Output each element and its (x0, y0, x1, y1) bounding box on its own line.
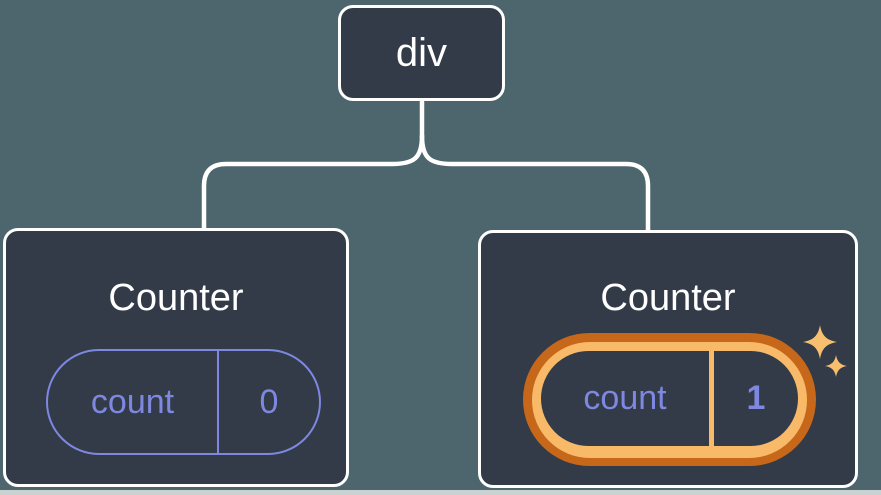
state-value: 0 (259, 382, 279, 421)
image-bottom-edge (0, 490, 881, 495)
sparkle-small (825, 355, 847, 377)
state-key-label: count (583, 379, 667, 417)
root-node-label: div (395, 30, 448, 75)
sparkle-large (803, 325, 837, 359)
state-key-label: count (90, 382, 175, 421)
root-node-div: div (338, 5, 505, 101)
state-value: 1 (746, 379, 766, 417)
connector-right-branch (419, 133, 651, 235)
highlighted-state-pill: count 1 (523, 333, 816, 466)
state-pill-divider (217, 351, 219, 453)
state-pill: count 0 (46, 349, 321, 455)
sparkles-icon (803, 325, 847, 377)
connector-left-branch (201, 133, 425, 232)
state-pill-divider (709, 351, 714, 446)
counter-card-left: Counter count 0 (3, 228, 349, 487)
state-pill: count 1 (541, 351, 798, 446)
highlight-ring: count 1 (532, 342, 807, 458)
counter-card-right: Counter count 1 (478, 230, 858, 488)
component-title: Counter (600, 277, 736, 319)
component-title: Counter (108, 277, 244, 319)
